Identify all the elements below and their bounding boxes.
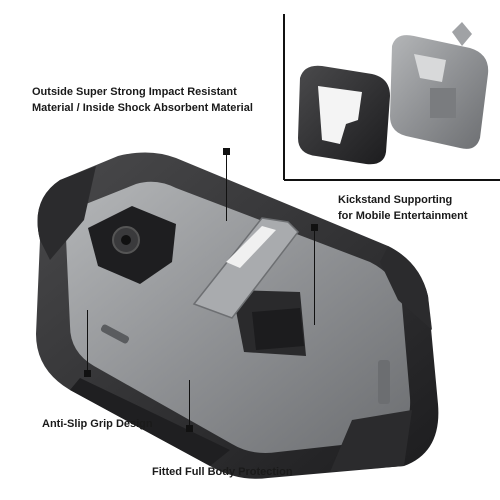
kickstand-marker	[311, 224, 318, 231]
kickstand-callout: Kickstand Supporting for Mobile Entertai…	[338, 192, 468, 224]
body-leader-line	[189, 380, 190, 425]
body-marker	[186, 425, 193, 432]
inset-outer-shell	[390, 22, 489, 149]
grip-leader-line	[87, 310, 88, 370]
kickstand-callout-line1: Kickstand Supporting	[338, 194, 453, 206]
impact-marker	[223, 148, 230, 155]
grip-marker	[84, 370, 91, 377]
impact-callout: Outside Super Strong Impact Resistant Ma…	[32, 84, 253, 116]
kickstand-callout-line2: for Mobile Entertainment	[338, 210, 468, 222]
impact-callout-line2: Material / Inside Shock Absorbent Materi…	[32, 102, 253, 114]
kickstand-leader-line	[314, 231, 315, 325]
impact-callout-line1: Outside Super Strong Impact Resistant	[32, 86, 237, 98]
impact-leader-line	[226, 155, 227, 221]
main-case	[36, 152, 439, 479]
body-callout: Fitted Full Body Protection	[152, 466, 293, 478]
inset-frame	[283, 14, 500, 181]
grip-callout: Anti-Slip Grip Design	[42, 418, 153, 430]
inset-inner-sleeve	[298, 65, 390, 165]
